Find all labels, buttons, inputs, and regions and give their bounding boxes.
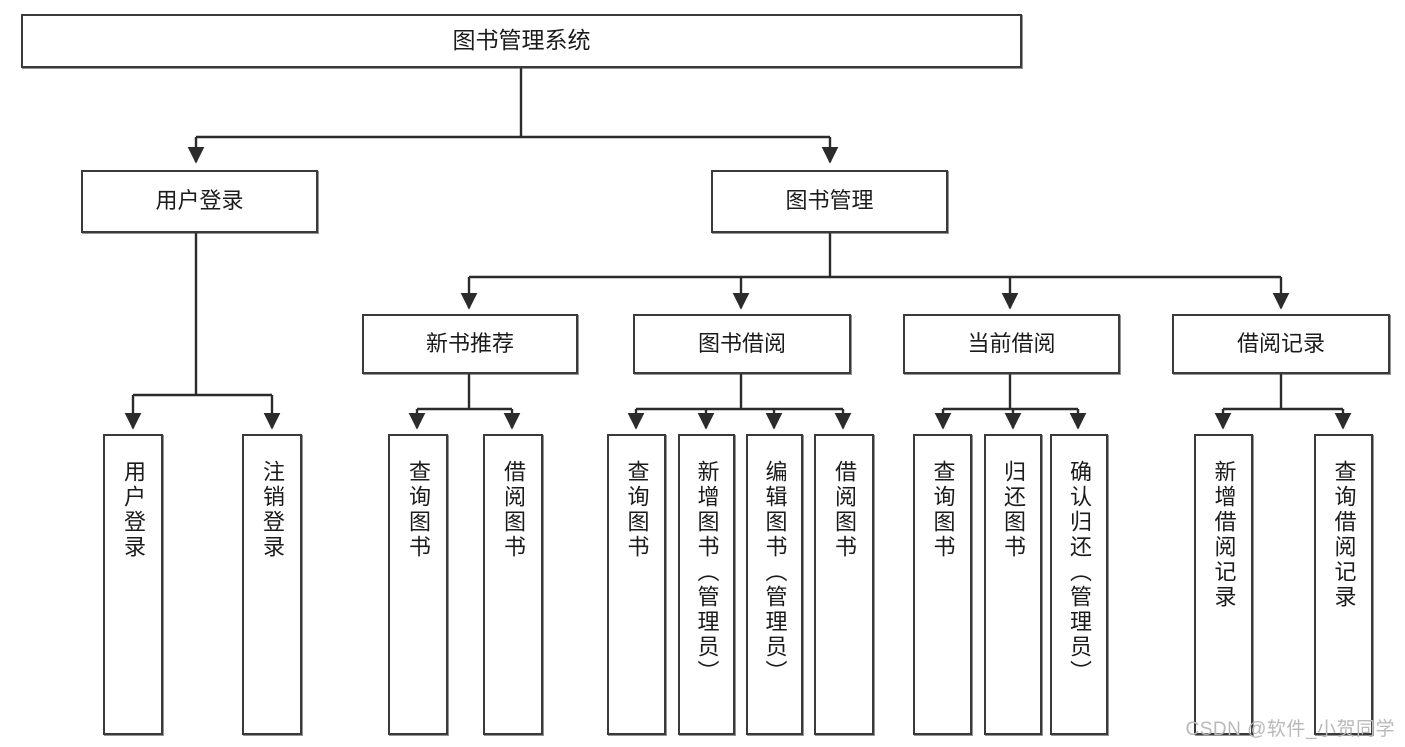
leaf-record-query-record[interactable]: 查询借阅记录 [1314, 434, 1373, 735]
node-label: 新增借阅记录 [1211, 460, 1237, 610]
node-current-borrow[interactable]: 当前借阅 [903, 314, 1120, 374]
node-label: 借阅记录 [1236, 330, 1325, 356]
node-label: 查询借阅记录 [1331, 460, 1357, 610]
node-book-management[interactable]: 图书管理 [711, 170, 948, 233]
node-label: 图书管理 [785, 188, 874, 214]
node-label: 新书推荐 [425, 330, 514, 356]
leaf-borrow-query-book[interactable]: 查询图书 [607, 434, 666, 735]
node-label: 编辑图书（管理员） [762, 460, 788, 685]
leaf-current-return-book[interactable]: 归还图书 [984, 434, 1042, 735]
node-label: 图书借阅 [697, 330, 786, 356]
leaf-borrow-add-book-admin[interactable]: 新增图书（管理员） [678, 434, 735, 735]
node-label: 新增图书（管理员） [694, 460, 720, 685]
node-user-login[interactable]: 用户登录 [81, 170, 318, 233]
node-label: 归还图书 [1001, 460, 1026, 560]
watermark: CSDN @软件_小贺同学 [1185, 719, 1395, 740]
node-label: 借阅图书 [832, 460, 857, 560]
node-label: 查询图书 [930, 460, 956, 560]
node-label: 查询图书 [406, 460, 431, 560]
leaf-record-add-record[interactable]: 新增借阅记录 [1194, 434, 1253, 735]
node-label: 借阅图书 [501, 460, 526, 560]
node-label: 用户登录 [155, 188, 244, 214]
node-root-system[interactable]: 图书管理系统 [21, 14, 1022, 68]
leaf-recommend-borrow-book[interactable]: 借阅图书 [483, 434, 543, 735]
node-borrow-record[interactable]: 借阅记录 [1172, 314, 1390, 374]
node-label: 用户登录 [121, 460, 146, 560]
leaf-current-confirm-return-admin[interactable]: 确认归还（管理员） [1050, 434, 1108, 735]
node-label: 注销登录 [260, 460, 285, 560]
leaf-borrow-borrow-book[interactable]: 借阅图书 [814, 434, 874, 735]
node-label: 查询图书 [624, 460, 650, 560]
node-label: 图书管理系统 [452, 27, 591, 54]
node-book-borrow[interactable]: 图书借阅 [633, 314, 851, 374]
leaf-user-login-login[interactable]: 用户登录 [103, 434, 163, 735]
leaf-current-query-book[interactable]: 查询图书 [913, 434, 972, 735]
node-label: 当前借阅 [967, 330, 1056, 356]
leaf-borrow-edit-book-admin[interactable]: 编辑图书（管理员） [746, 434, 803, 735]
leaf-user-login-logout[interactable]: 注销登录 [242, 434, 302, 735]
leaf-recommend-query-book[interactable]: 查询图书 [388, 434, 448, 735]
node-label: 确认归还（管理员） [1067, 460, 1092, 685]
node-new-book-recommend[interactable]: 新书推荐 [362, 314, 578, 374]
